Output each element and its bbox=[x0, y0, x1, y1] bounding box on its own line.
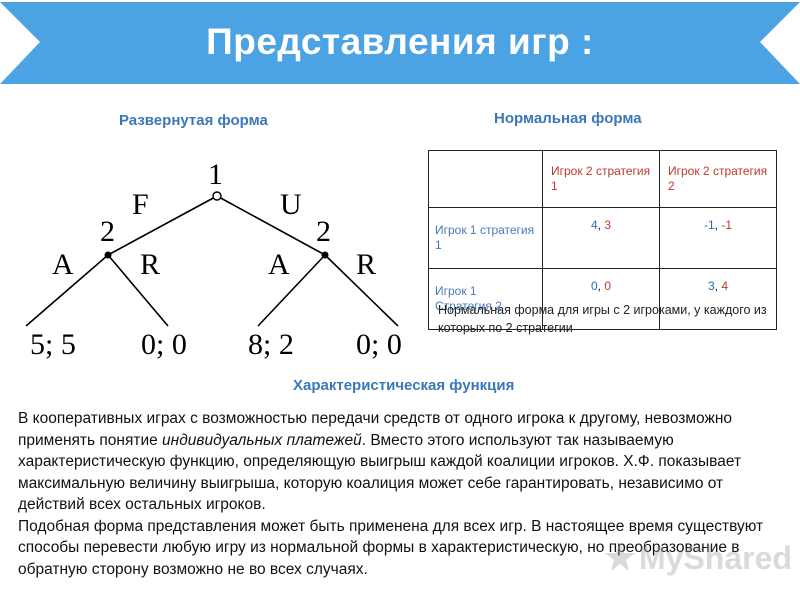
paragraph-1-start: В кооперативных играх с возможностью пер… bbox=[18, 410, 733, 449]
payoff-player1: 3 bbox=[707, 279, 715, 293]
watermark-star-icon bbox=[605, 542, 635, 571]
payoff-cell: 4, 3 bbox=[542, 207, 660, 269]
page-title: Представления игр : bbox=[206, 21, 594, 62]
row-header-strategy-1: Игрок 1 стратегия 1 bbox=[428, 207, 543, 269]
payoff-separator: , bbox=[597, 218, 605, 232]
watermark-text: MyShared bbox=[639, 540, 792, 576]
payoff-player1: -1 bbox=[703, 218, 715, 232]
left-player-label: 2 bbox=[100, 215, 115, 248]
normal-form-caption: Нормальная форма для игры с 2 игроками, … bbox=[438, 303, 767, 335]
right-r-label: R bbox=[356, 248, 376, 281]
left-node bbox=[104, 251, 112, 259]
row-header-strategy-2: Игрок 1 Стратегия 2 bbox=[428, 268, 543, 330]
payoff-3: 8; 2 bbox=[248, 328, 294, 361]
branch-u-label: U bbox=[280, 188, 302, 221]
left-r-label: R bbox=[140, 248, 160, 281]
extensive-form-title: Развернутая форма bbox=[119, 112, 268, 129]
normal-form-title: Нормальная форма bbox=[494, 110, 642, 127]
col-header-strategy-1: Игрок 2 стратегия 1 bbox=[542, 150, 660, 208]
table-header-row: Игрок 2 стратегия 1 Игрок 2 стратегия 2 bbox=[428, 150, 777, 208]
tree-edge-right-a bbox=[257, 254, 326, 327]
paragraph-2: Подобная форма представления может быть … bbox=[18, 517, 764, 578]
tree-edge-f bbox=[107, 195, 218, 256]
characteristic-function-title: Характеристическая функция bbox=[293, 377, 515, 394]
tree-edge-u bbox=[216, 195, 326, 256]
header-banner: Представления игр : bbox=[0, 0, 800, 86]
payoff-cell: 3, 4 bbox=[659, 268, 777, 330]
paragraph-1: В кооперативных играх с возможностью пер… bbox=[18, 408, 793, 516]
characteristic-description: В кооперативных играх с возможностью пер… bbox=[18, 408, 793, 580]
tree-edge-right-r bbox=[324, 254, 399, 327]
payoff-cell: 0, 0 bbox=[542, 268, 660, 330]
normal-form-table: Игрок 2 стратегия 1 Игрок 2 стратегия 2 … bbox=[428, 150, 777, 330]
paragraph-1-emphasis: индивидуальных платежей bbox=[162, 431, 362, 449]
root-node bbox=[212, 191, 222, 201]
right-a-label: A bbox=[268, 248, 290, 281]
col-header-strategy-2: Игрок 2 стратегия 2 bbox=[659, 150, 777, 208]
right-node bbox=[321, 251, 329, 259]
tree-edge-left-r bbox=[107, 254, 169, 327]
watermark: MyShared bbox=[603, 536, 793, 584]
payoff-player1: 4 bbox=[590, 218, 598, 232]
payoff-separator: , bbox=[714, 279, 722, 293]
table-row: Игрок 1 Стратегия 2 0, 0 3, 4 bbox=[428, 268, 777, 330]
payoff-4: 0; 0 bbox=[356, 328, 402, 361]
payoff-separator: , bbox=[597, 279, 605, 293]
tree-edge-left-a bbox=[25, 254, 109, 327]
payoff-player2: -1 bbox=[721, 218, 732, 232]
table-row: Игрок 1 стратегия 1 4, 3 -1, -1 bbox=[428, 207, 777, 269]
root-player-label: 1 bbox=[208, 158, 223, 191]
payoff-player2: 0 bbox=[604, 279, 612, 293]
branch-f-label: F bbox=[132, 188, 149, 221]
payoff-cell: -1, -1 bbox=[659, 207, 777, 269]
payoff-separator: , bbox=[714, 218, 722, 232]
paragraph-1-end: . Вместо этого используют так называемую… bbox=[18, 431, 742, 514]
right-player-label: 2 bbox=[316, 215, 331, 248]
game-tree: 1 F U 2 2 A R A R 5; 5 0; 0 8; 2 0; 0 bbox=[25, 158, 402, 361]
payoff-2: 0; 0 bbox=[141, 328, 187, 361]
table-corner-cell bbox=[428, 150, 543, 208]
left-a-label: A bbox=[52, 248, 74, 281]
payoff-player2: 3 bbox=[604, 218, 612, 232]
payoff-player1: 0 bbox=[590, 279, 598, 293]
banner-ribbon-shape bbox=[0, 2, 800, 84]
payoff-player2: 4 bbox=[721, 279, 729, 293]
payoff-1: 5; 5 bbox=[30, 328, 76, 361]
